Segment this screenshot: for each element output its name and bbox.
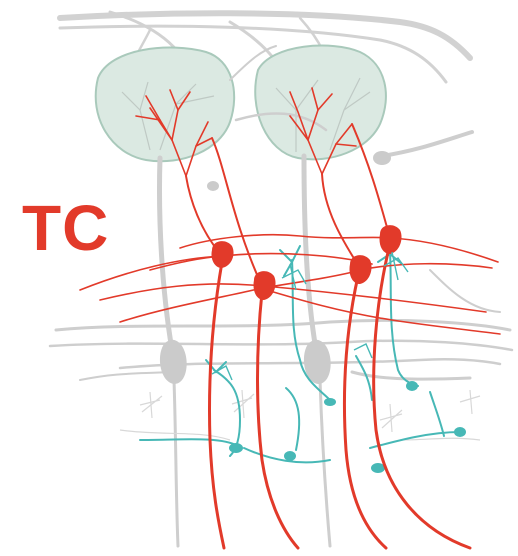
tc-lateral-dendrites	[80, 235, 500, 334]
glomerulus-left	[96, 48, 234, 162]
tc-label: TC	[22, 196, 109, 260]
glomerulus-right	[255, 46, 386, 160]
